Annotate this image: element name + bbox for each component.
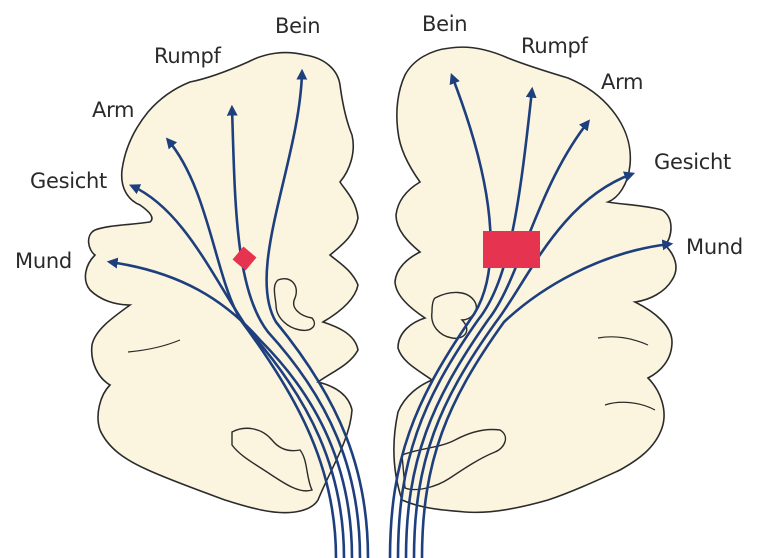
right-lesion-marker [483,231,540,268]
right-label-rumpf: Rumpf [521,34,588,58]
right-hemisphere-outline [394,47,676,512]
left-label-mund: Mund [15,249,72,273]
left-label-arm: Arm [92,98,134,122]
right-label-bein: Bein [422,12,467,36]
right-label-gesicht: Gesicht [654,150,731,174]
left-label-rumpf: Rumpf [154,44,221,68]
left-label-gesicht: Gesicht [30,169,107,193]
left-label-bein: Bein [275,14,320,38]
right-label-arm: Arm [601,70,643,94]
right-label-mund: Mund [686,235,743,259]
